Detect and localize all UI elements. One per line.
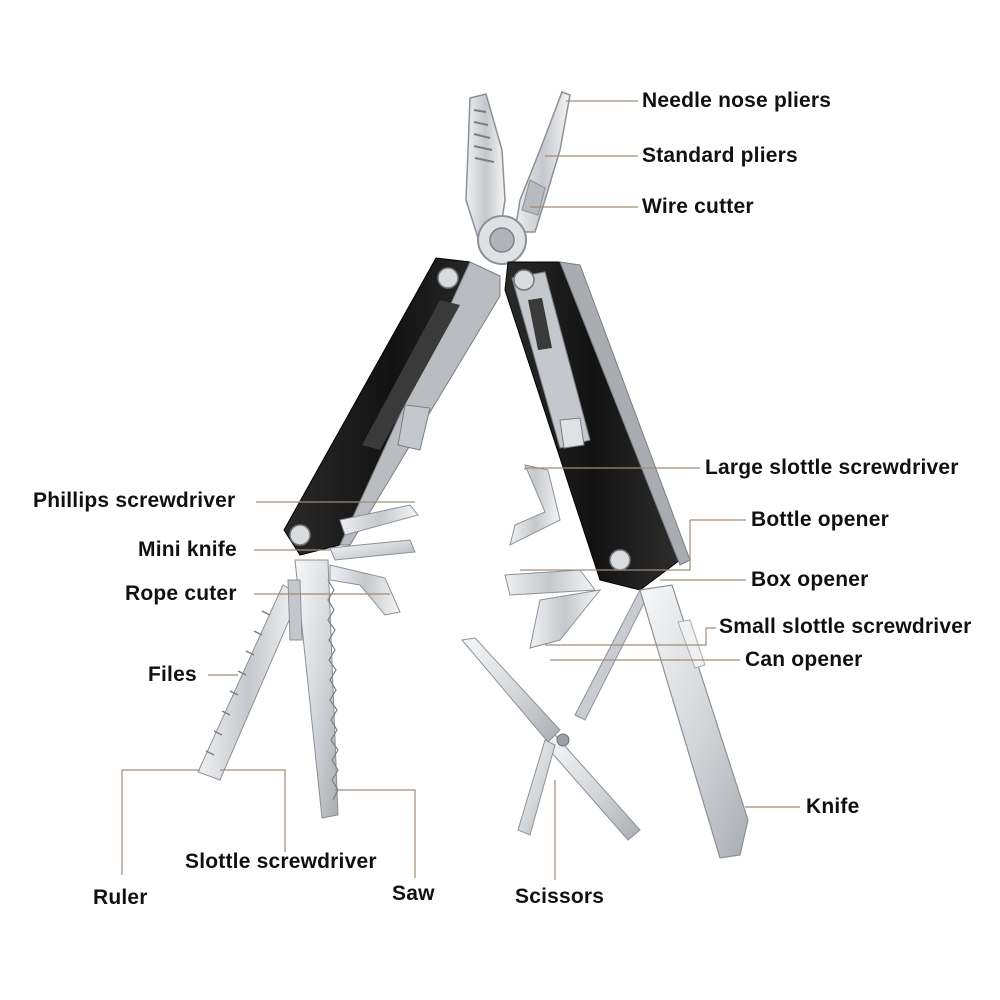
small-slotted-screwdriver-tool [529,589,602,649]
label-large-slottle-screwdriver: Large slottle screwdriver [705,456,959,479]
scissors-tool [461,589,649,841]
leader-lines [121,100,800,880]
label-scissors: Scissors [515,885,605,908]
leader-bottle-opener [520,519,746,571]
saw-tool [294,559,339,819]
label-mini-knife: Mini knife [138,538,237,561]
slotted-screwdriver-tool [287,579,303,641]
left-handle [283,257,501,556]
label-needle-nose-pliers: Needle nose pliers [642,89,832,112]
large-slotted-screwdriver-tool [509,464,561,546]
file-ruler-tool [197,584,301,781]
knife-blade [639,584,749,859]
label-ruler: Ruler [93,886,148,909]
leader-slottle-screwdriver [220,769,286,852]
phillips-screwdriver-tool [339,504,419,536]
right-handle [504,261,691,591]
label-bottle-opener: Bottle opener [751,508,889,531]
label-can-opener: Can opener [745,648,863,671]
bottle-opener-tool [504,569,596,596]
label-files: Files [148,663,197,686]
label-phillips-screwdriver: Phillips screwdriver [33,489,236,512]
label-standard-pliers: Standard pliers [642,144,798,167]
mini-knife-tool [329,539,416,561]
label-small-slottle-screwdriver: Small slottle screwdriver [719,615,972,638]
label-saw: Saw [392,882,435,905]
leader-small-slottle-screwdriver [545,627,716,646]
leader-ruler [121,769,200,875]
label-box-opener: Box opener [751,568,869,591]
rope-cutter-tool [329,564,401,616]
label-slottle-screwdriver: Slottle screwdriver [185,850,377,873]
standard-pliers-jaw [514,91,571,233]
label-wire-cutter: Wire cutter [642,195,754,218]
leader-saw [335,789,416,878]
leader-large-slottle-screwdriver [524,467,700,470]
pliers-pivot [477,215,527,265]
label-knife: Knife [806,795,860,818]
label-rope-cuter: Rope cuter [125,582,237,605]
